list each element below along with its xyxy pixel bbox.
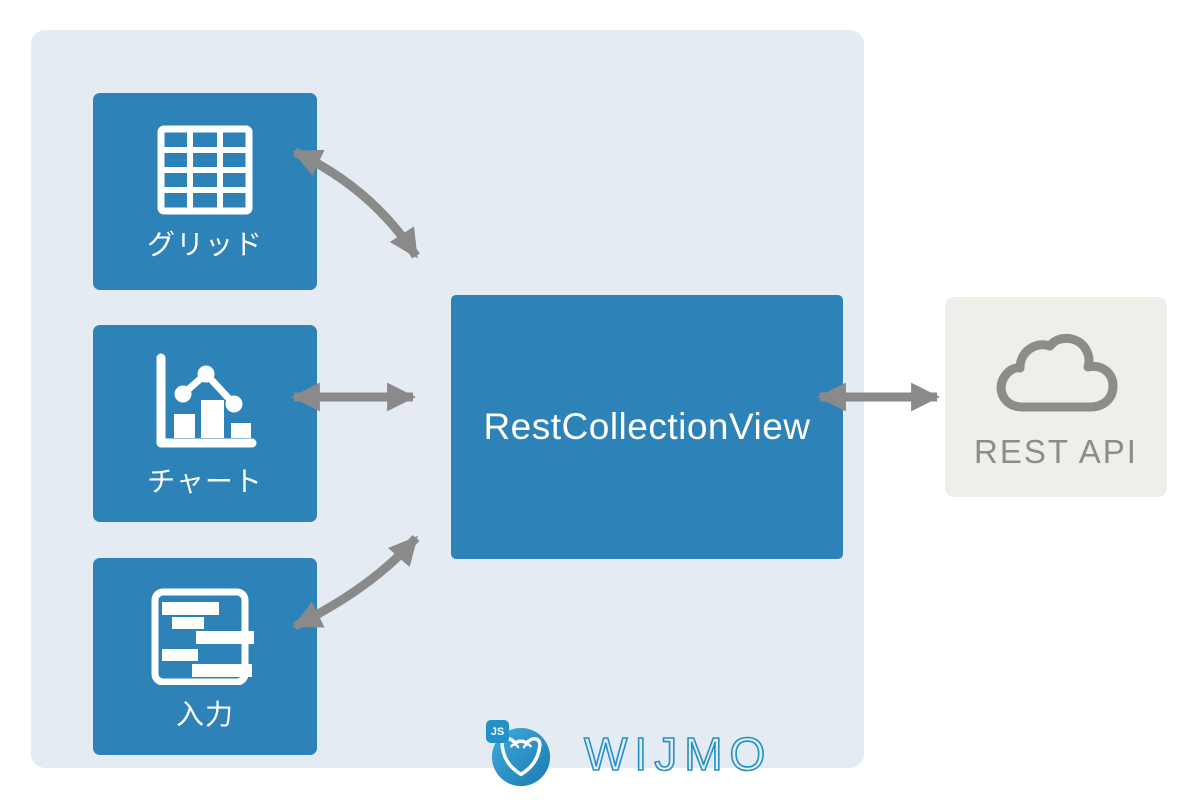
chart-box: チャート — [93, 325, 317, 522]
grid-box: グリッド — [93, 93, 317, 290]
wijmo-components-panel: グリッド チャート 入力 RestCollectionView — [31, 30, 864, 787]
rest-api-box: REST API — [945, 297, 1167, 497]
rest-collection-view-box: RestCollectionView — [451, 295, 843, 559]
bar-chart-icon — [156, 353, 257, 447]
rest-collection-view-label: RestCollectionView — [483, 406, 811, 447]
grid-icon — [157, 125, 253, 214]
wijmo-logo-mark: JS — [486, 718, 556, 790]
form-input-icon — [151, 588, 254, 685]
rest-api-label: REST API — [974, 433, 1138, 470]
js-badge: JS — [486, 720, 509, 743]
wijmo-logo: JS WIJMO — [486, 718, 772, 790]
wijmo-cat-icon — [491, 727, 551, 787]
input-box: 入力 — [93, 558, 317, 755]
input-box-label: 入力 — [175, 698, 234, 730]
chart-box-label: チャート — [147, 465, 263, 497]
grid-box-label: グリッド — [146, 228, 263, 260]
wijmo-wordmark: WIJMO — [583, 728, 773, 780]
cloud-icon — [996, 333, 1118, 412]
